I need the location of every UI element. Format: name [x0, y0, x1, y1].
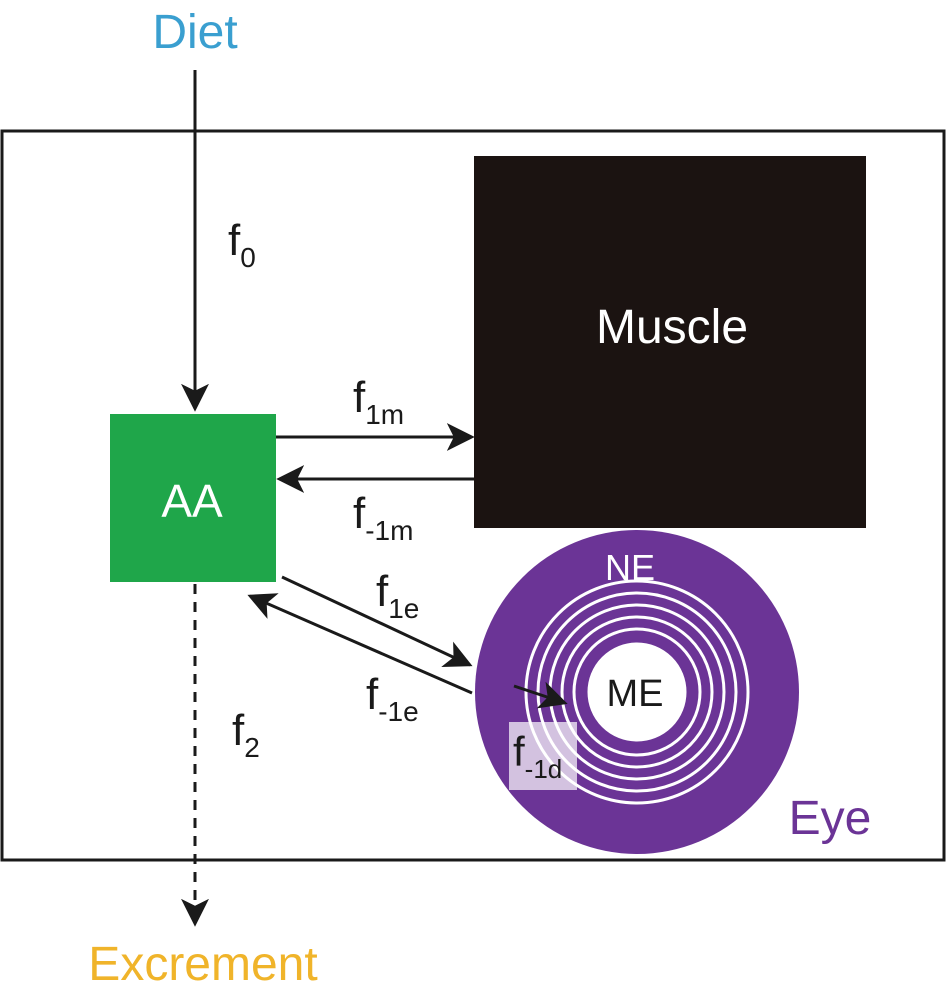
arrow-eye-to-aa	[247, 593, 473, 695]
flux-fm1d-box	[509, 722, 577, 790]
excrement-label: Excrement	[88, 938, 317, 991]
ne-label: NE	[605, 547, 655, 588]
muscle-label: Muscle	[596, 301, 748, 354]
flux-f2-label: f2	[232, 706, 260, 763]
flux-f0-label: f0	[228, 216, 256, 273]
body-boundary	[0, 129, 946, 862]
arrow-ne-to-me	[513, 681, 568, 709]
aa-label: AA	[161, 475, 223, 527]
eye-core-ring	[584, 639, 690, 745]
flux-fm1e-label: f-1e	[366, 670, 419, 727]
flux-f1m-label: f1m	[353, 373, 404, 430]
flux-fm1d-label: f-1d	[513, 728, 562, 784]
eye-label: Eye	[789, 792, 872, 845]
diet-label: Diet	[152, 6, 237, 59]
muscle-box	[474, 156, 866, 528]
me-label: ME	[607, 673, 664, 715]
arrow-aa-to-eye	[281, 575, 473, 667]
aa-box	[110, 414, 276, 582]
flux-fm1m-label: f-1m	[353, 489, 413, 546]
eye-core-me	[586, 641, 688, 743]
flux-f1e-label: f1e	[376, 567, 419, 624]
